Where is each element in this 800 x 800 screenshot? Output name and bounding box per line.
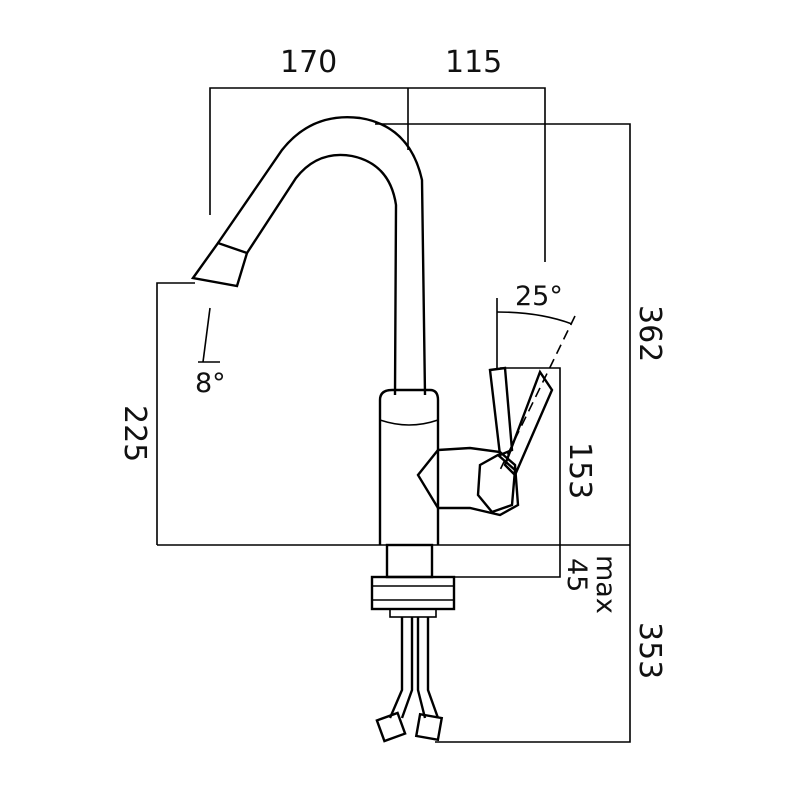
dim-max-value: 45 (561, 558, 592, 592)
dimension-lines (156, 87, 631, 743)
dim-max-label: max (590, 555, 621, 614)
dim-lever-angle: 25° (515, 281, 563, 312)
dim-below-deck: 353 (632, 622, 667, 679)
dim-body-height: 153 (562, 442, 597, 499)
spout (190, 116, 427, 396)
dim-spout-reach: 170 (280, 45, 337, 80)
dim-spout-height: 225 (117, 405, 152, 462)
under-deck-assembly (370, 543, 456, 743)
faucet-body (378, 366, 554, 545)
dim-spout-angle: 8° (195, 368, 226, 399)
dim-handle-offset: 115 (445, 45, 502, 80)
dim-total-height: 362 (632, 305, 667, 362)
